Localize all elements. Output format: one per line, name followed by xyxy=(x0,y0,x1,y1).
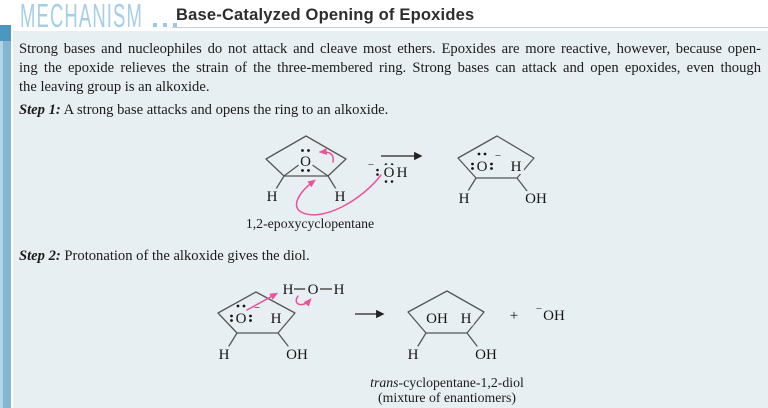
intro-paragraph: Strong bases and nucleophiles do not att… xyxy=(19,40,761,97)
hydroxyl-label: OH xyxy=(543,308,565,324)
product-note: (mixture of enantiomers) xyxy=(378,390,516,406)
hydroxyl-label: OH xyxy=(286,347,308,363)
hydrogen-label: H xyxy=(283,282,294,298)
lone-pair-dots xyxy=(301,149,310,172)
kicker-dot xyxy=(173,23,177,27)
step2-diagram: O − H H OH H O H xyxy=(216,279,568,406)
oxygen-label: O xyxy=(308,282,319,298)
oxygen-label: O xyxy=(384,165,395,181)
hydroxyl-label: OH xyxy=(426,311,448,327)
reactant-caption: 1,2-epoxycyclopentane xyxy=(246,216,374,231)
intro-line: ing the epoxide relieves the strain of t… xyxy=(19,60,761,76)
hydroxyl-label: OH xyxy=(525,191,547,207)
cyclopentane-ring xyxy=(217,291,296,334)
alkoxide-oxygen: O xyxy=(477,159,488,175)
kicker-dot xyxy=(153,23,157,27)
product-caption: trans-cyclopentane-1,2-diol xyxy=(370,375,524,390)
step1-diagram: O H H − O xyxy=(246,135,550,231)
lone-pair-dots xyxy=(376,163,394,183)
c-oh-bond xyxy=(466,332,478,347)
hydroxide-byproduct: − OH xyxy=(534,301,568,327)
step2-label: Step 2: xyxy=(19,248,61,264)
hydroxide-ion: − O H xyxy=(366,157,411,184)
lone-pair-dots xyxy=(471,152,493,170)
lone-pair-dots xyxy=(230,304,252,322)
intro-line: Strong bases and nucleophiles do not att… xyxy=(19,41,761,57)
hydrogen-label: H xyxy=(271,311,282,327)
hydrogen-label: H xyxy=(408,347,419,363)
hydrogen-label: H xyxy=(511,159,522,175)
hydrogen-label: H xyxy=(335,189,346,205)
epoxide-bond xyxy=(310,163,329,177)
step2-heading: Step 2: Protonation of the alkoxide give… xyxy=(19,248,310,265)
hydrogen-label: H xyxy=(267,189,278,205)
c-h-bond xyxy=(467,177,477,192)
bond-to-oxygen-arrow xyxy=(318,148,334,163)
cyclopentane-ring xyxy=(265,135,347,177)
cyclopentane-ring xyxy=(407,290,485,334)
cyclopentane-ring xyxy=(457,135,535,179)
epoxide-bond xyxy=(283,163,301,177)
alkoxide-structure: O − H H OH xyxy=(216,291,311,366)
minus-charge: − xyxy=(368,159,374,171)
alkoxide-oxygen: O xyxy=(236,311,247,327)
intro-line: the leaving group is an alkoxide. xyxy=(19,79,210,95)
alkoxide-structure: O − H H OH xyxy=(456,135,550,210)
step2-text: Protonation of the alkoxide gives the di… xyxy=(64,248,310,264)
mechanism-title: Base-Catalyzed Opening of Epoxides xyxy=(176,6,475,24)
hydrogen-label: H xyxy=(459,191,470,207)
hydrogen-label: H xyxy=(397,165,408,181)
minus-charge: − xyxy=(536,303,542,315)
c-oh-bond xyxy=(277,332,289,347)
epoxide-structure: O H H xyxy=(264,135,349,208)
c-oh-bond xyxy=(516,177,528,192)
margin-bar-cap xyxy=(0,25,11,41)
plus-sign: + xyxy=(510,308,518,324)
hydrogen-label: H xyxy=(219,347,230,363)
step1-text: A strong base attacks and opens the ring… xyxy=(63,102,389,118)
hydroxyl-label: OH xyxy=(475,347,497,363)
hydrogen-label: H xyxy=(461,311,472,327)
step1-heading: Step 1: A strong base attacks and opens … xyxy=(19,102,388,119)
step1-label: Step 1: xyxy=(19,102,61,118)
margin-bar xyxy=(0,41,11,408)
minus-charge: − xyxy=(254,302,260,314)
c-h-bond xyxy=(327,175,337,190)
minus-charge: − xyxy=(495,150,501,162)
epoxide-oxygen: O xyxy=(300,154,311,170)
hydroxide-attack-arrow xyxy=(295,174,382,216)
diol-structure: OH H H OH xyxy=(405,290,500,366)
hydrogen-label: H xyxy=(334,282,345,298)
c-h-bond xyxy=(228,332,238,347)
mechanism-kicker: MECHANISM xyxy=(20,0,144,34)
c-h-bond xyxy=(417,332,427,347)
deprotonation-arrow xyxy=(246,292,279,311)
bond-to-oxygen-arrow xyxy=(295,295,312,307)
kicker-dots-icon xyxy=(153,23,177,27)
c-h-bond xyxy=(275,175,285,190)
water-molecule: H O H xyxy=(280,279,348,301)
kicker-dot xyxy=(163,23,167,27)
mechanism-panel xyxy=(13,31,768,408)
title-rule xyxy=(172,27,768,28)
